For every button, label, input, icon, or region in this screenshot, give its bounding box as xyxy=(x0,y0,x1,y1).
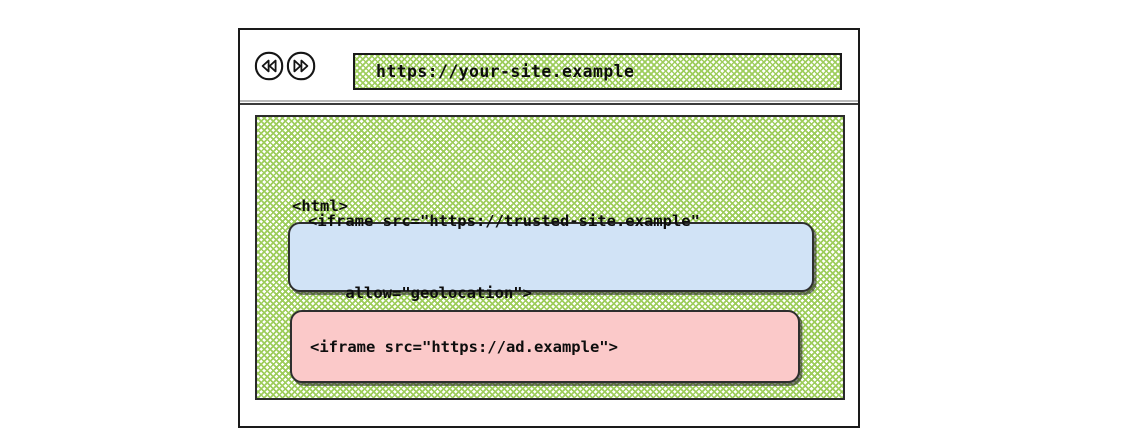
browser-window: https://your-site.example <html> // your… xyxy=(238,28,860,428)
trusted-site-iframe[interactable]: <iframe src="https://trusted-site.exampl… xyxy=(288,212,814,302)
ad-iframe-code: <iframe src="https://ad.example"> xyxy=(310,287,618,407)
divider-line-light xyxy=(240,100,858,102)
url-bar[interactable]: https://your-site.example xyxy=(353,53,842,90)
ad-iframe-code-line-1: <iframe src="https://ad.example"> xyxy=(310,337,618,356)
host-code-line-1: <html> xyxy=(292,197,348,215)
browser-toolbar: https://your-site.example xyxy=(240,30,858,101)
url-text: https://your-site.example xyxy=(376,62,635,81)
trusted-iframe-code: <iframe src="https://trusted-site.exampl… xyxy=(308,161,700,353)
toolbar-divider xyxy=(240,100,858,105)
divider-line-dark xyxy=(240,103,858,105)
back-button[interactable] xyxy=(254,51,284,81)
trusted-iframe-code-line-2: allow="geolocation"> xyxy=(308,284,532,302)
trusted-iframe-code-line-1: <iframe src="https://trusted-site.exampl… xyxy=(308,212,700,230)
forward-button[interactable] xyxy=(286,51,316,81)
ad-iframe[interactable]: <iframe src="https://ad.example"> xyxy=(290,310,800,383)
page-content-area: <html> // your-site.example code <iframe… xyxy=(255,115,845,400)
